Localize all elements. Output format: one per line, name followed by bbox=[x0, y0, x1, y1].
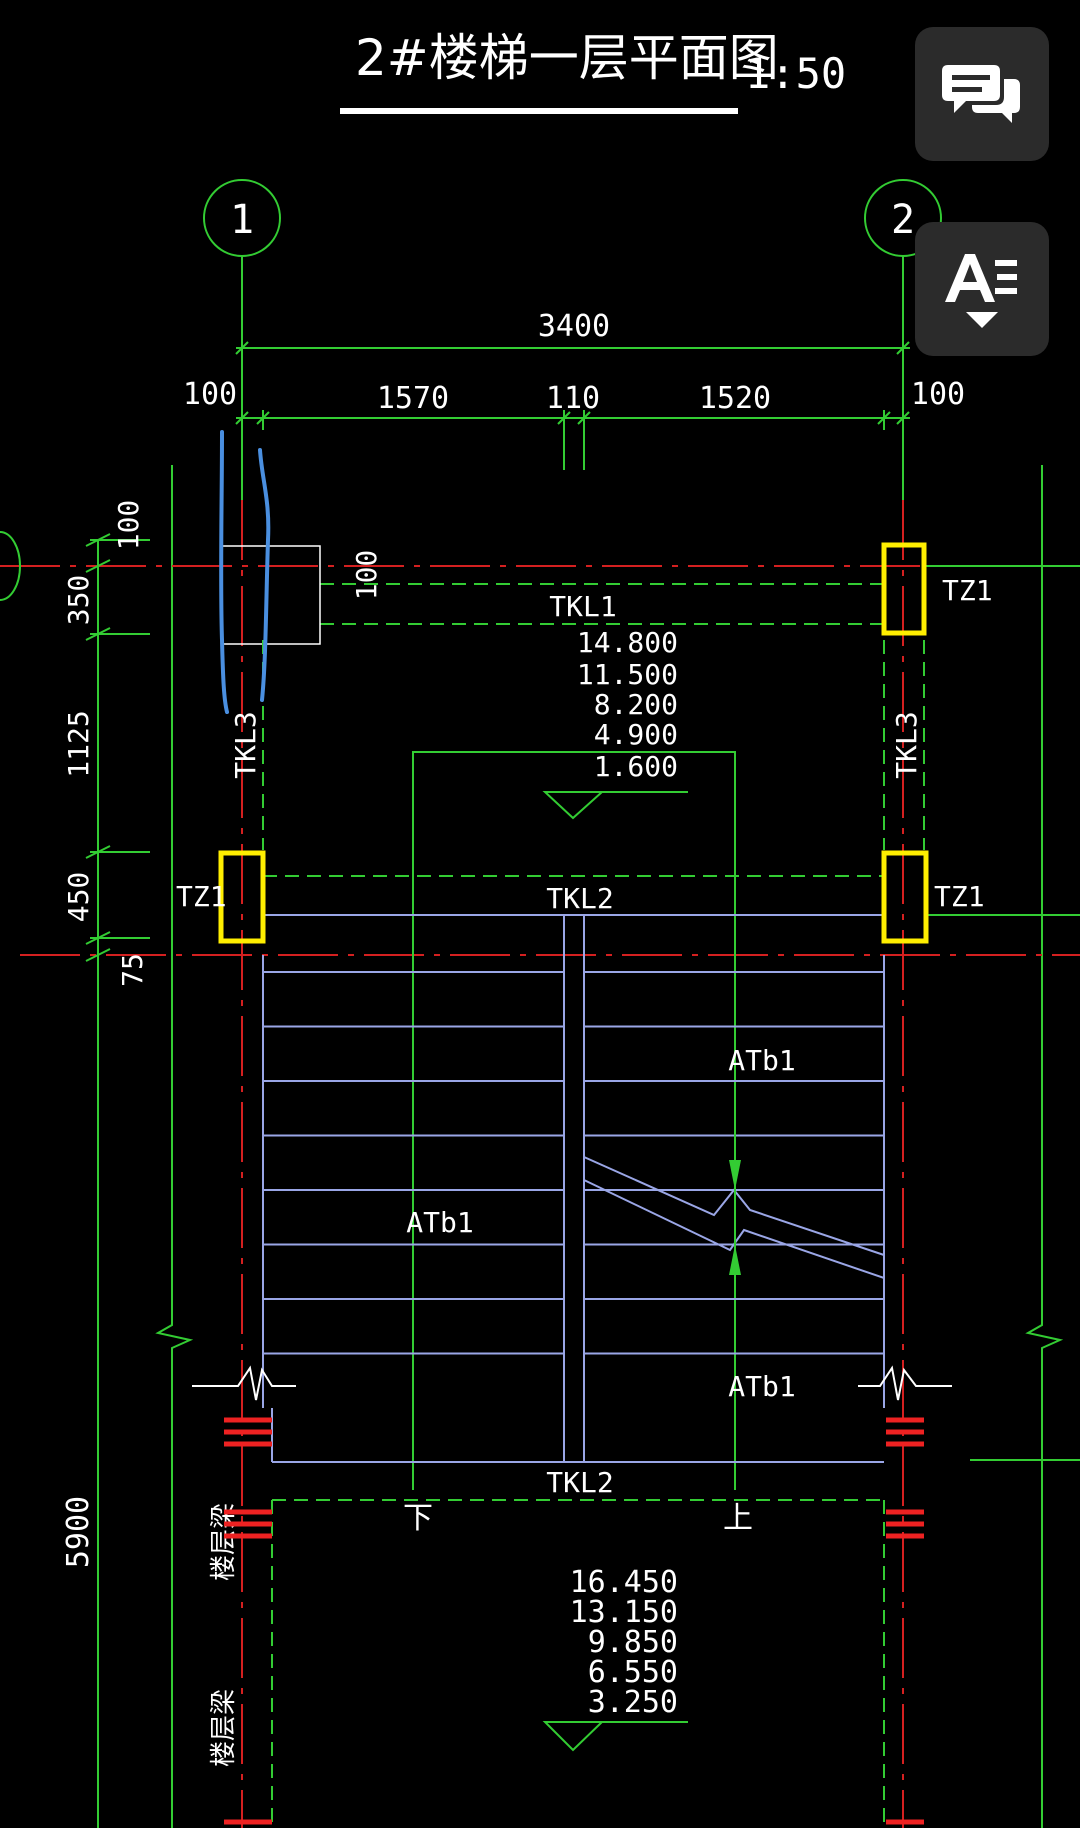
dim-top-part-5: 100 bbox=[911, 377, 965, 412]
side-break-symbols bbox=[192, 1365, 952, 1401]
dim-top-part-3: 110 bbox=[546, 381, 600, 416]
stair-treads bbox=[263, 971, 884, 1355]
dim-top-total: 3400 bbox=[538, 309, 610, 344]
dim-ticks-top bbox=[235, 341, 910, 470]
flight-left-label: ATb1 bbox=[406, 1206, 473, 1239]
tz1-box-top-right bbox=[881, 542, 927, 636]
elevation-lower-2: 13.150 bbox=[570, 1595, 678, 1630]
dim-left-4: 1125 bbox=[62, 710, 95, 777]
beam-tkl1-label: TKL1 bbox=[549, 590, 616, 623]
elevation-upper-3: 8.200 bbox=[594, 688, 678, 721]
landing-outline bbox=[412, 751, 736, 1490]
tz1-box-mid-left bbox=[218, 850, 266, 944]
elevation-lower-5: 3.250 bbox=[588, 1685, 678, 1720]
tz1-label-mid-left: TZ1 bbox=[176, 880, 227, 913]
axis-centerlines bbox=[0, 500, 1080, 1828]
axis-bubble-partial-left bbox=[0, 531, 21, 601]
drawing-title: 2#楼梯一层平面图 bbox=[355, 29, 779, 87]
dim-left-3: 100 bbox=[350, 550, 383, 601]
elevation-upper-5: 1.600 bbox=[594, 750, 678, 783]
dim-left-6: 75 bbox=[116, 953, 149, 987]
beam-tkl2-top-label: TKL2 bbox=[546, 882, 613, 915]
axis-label-2: 2 bbox=[891, 197, 915, 243]
comments-button[interactable] bbox=[915, 27, 1049, 161]
chevron-down-icon bbox=[966, 312, 998, 328]
stair-boundaries bbox=[262, 915, 885, 1463]
dim-top-part-1: 100 bbox=[183, 377, 237, 412]
right-extension-lines bbox=[924, 565, 1080, 1461]
elevation-upper-4: 4.900 bbox=[594, 718, 678, 751]
direction-down-label: 下 bbox=[403, 1501, 433, 1536]
beam-tkl3-right-label: TKL3 bbox=[890, 711, 923, 778]
drawing-scale: 1:50 bbox=[745, 49, 846, 98]
flight-right-bottom-label: ATb1 bbox=[728, 1370, 795, 1403]
beam-tkl1 bbox=[320, 583, 890, 625]
wall-opening-box bbox=[221, 545, 321, 645]
dim-left-1: 100 bbox=[112, 500, 145, 551]
beam-tkl2-bottom-label: TKL2 bbox=[546, 1466, 613, 1499]
dim-left-5: 450 bbox=[62, 872, 95, 923]
handwritten-markup bbox=[219, 430, 271, 714]
beam-tkl3-left-label: TKL3 bbox=[229, 711, 262, 778]
text-format-icon bbox=[945, 254, 1017, 302]
elevation-lower-1: 16.450 bbox=[570, 1565, 678, 1600]
rebar-marks bbox=[224, 1417, 924, 1825]
text-format-button[interactable] bbox=[915, 222, 1049, 356]
elevation-lower-3: 9.850 bbox=[588, 1625, 678, 1660]
elevation-lower-triangle bbox=[542, 1721, 605, 1752]
direction-up-label: 上 bbox=[723, 1501, 753, 1536]
elevations-upper: 14.800 11.500 8.200 4.900 1.600 bbox=[577, 626, 678, 783]
dim-top-part-4: 1520 bbox=[699, 381, 771, 416]
dim-left-chain bbox=[85, 533, 150, 1828]
dim-left-7: 5900 bbox=[61, 1496, 96, 1568]
flight-right-top-label: ATb1 bbox=[728, 1044, 795, 1077]
tz1-label-mid-right: TZ1 bbox=[934, 880, 985, 913]
tz1-highlights bbox=[218, 542, 929, 944]
elevation-upper-triangle bbox=[542, 791, 605, 820]
elevation-upper-1: 14.800 bbox=[577, 626, 678, 659]
elevations-lower: 16.450 13.150 9.850 6.550 3.250 bbox=[570, 1565, 678, 1720]
floor-beam-label-2: 楼层梁 bbox=[209, 1689, 239, 1767]
beam-tkl2-bottom bbox=[271, 1499, 885, 1828]
elevation-lower-4: 6.550 bbox=[588, 1655, 678, 1690]
tz1-label-top-right: TZ1 bbox=[942, 574, 993, 607]
floor-beam-label-1: 楼层梁 bbox=[209, 1503, 239, 1581]
elevation-upper-2: 11.500 bbox=[577, 658, 678, 691]
axis-label-1: 1 bbox=[230, 197, 254, 243]
tz1-box-mid-right bbox=[881, 850, 929, 944]
chat-bubbles-icon bbox=[942, 65, 1020, 123]
dim-top-part-2: 1570 bbox=[377, 381, 449, 416]
dim-left-2: 350 bbox=[62, 575, 95, 626]
